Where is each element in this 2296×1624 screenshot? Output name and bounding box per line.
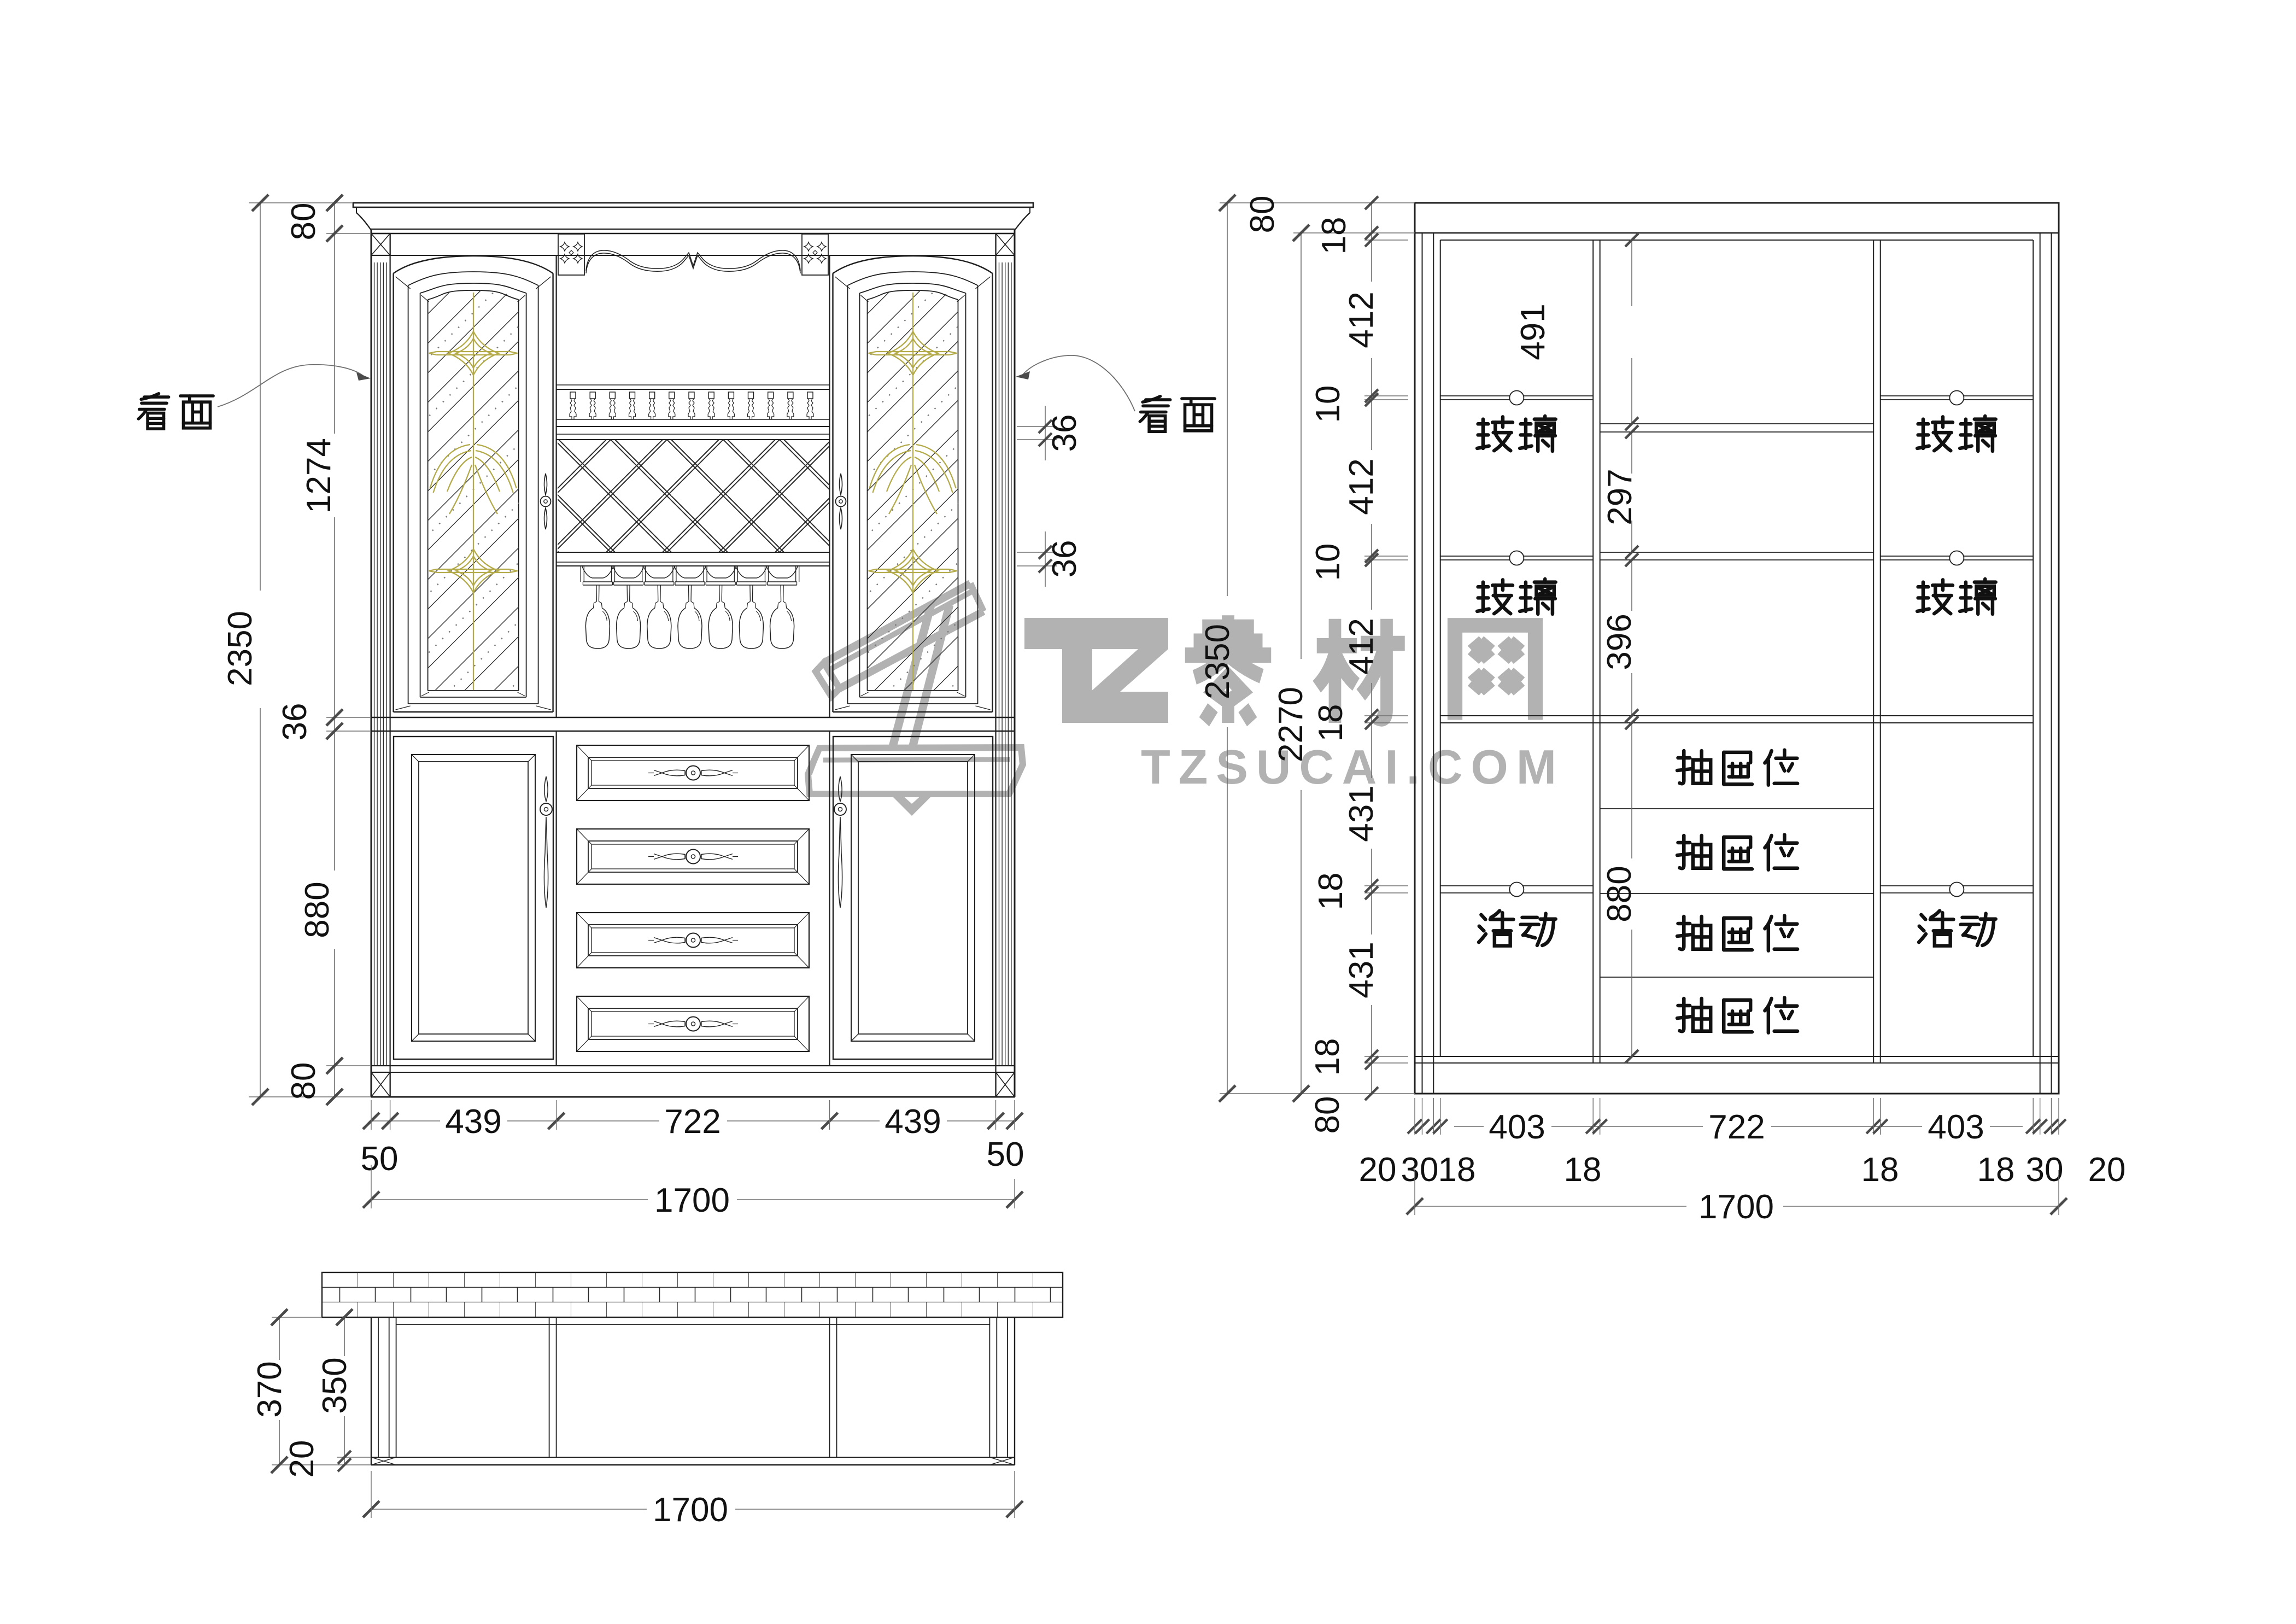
svg-text:370: 370 xyxy=(251,1361,289,1417)
svg-text:36: 36 xyxy=(1046,414,1083,452)
svg-text:412: 412 xyxy=(1343,291,1380,348)
svg-text:50: 50 xyxy=(987,1136,1024,1173)
svg-text:2350: 2350 xyxy=(1199,624,1237,699)
svg-text:20: 20 xyxy=(2088,1151,2126,1189)
svg-text:18: 18 xyxy=(1312,873,1350,910)
svg-text:30: 30 xyxy=(1401,1151,1439,1189)
svg-text:80: 80 xyxy=(1309,1096,1346,1134)
svg-text:439: 439 xyxy=(885,1103,941,1141)
svg-text:18: 18 xyxy=(1977,1151,2015,1189)
svg-text:18: 18 xyxy=(1312,704,1350,742)
svg-text:1700: 1700 xyxy=(653,1491,728,1529)
svg-text:880: 880 xyxy=(1601,866,1638,922)
svg-text:18: 18 xyxy=(1438,1151,1476,1189)
svg-text:722: 722 xyxy=(664,1103,721,1141)
svg-text:2350: 2350 xyxy=(221,611,259,686)
svg-text:880: 880 xyxy=(298,881,336,938)
svg-text:30: 30 xyxy=(2026,1151,2064,1189)
svg-text:18: 18 xyxy=(1861,1151,1899,1189)
svg-text:50: 50 xyxy=(361,1140,399,1178)
svg-text:431: 431 xyxy=(1343,942,1380,998)
svg-text:10: 10 xyxy=(1309,544,1347,581)
svg-text:18: 18 xyxy=(1315,217,1353,255)
svg-text:722: 722 xyxy=(1708,1108,1765,1146)
svg-text:491: 491 xyxy=(1514,303,1552,360)
svg-text:1700: 1700 xyxy=(1698,1188,1774,1226)
svg-text:403: 403 xyxy=(1928,1108,1984,1146)
svg-text:80: 80 xyxy=(285,1062,323,1100)
svg-text:412: 412 xyxy=(1343,618,1380,674)
svg-text:2270: 2270 xyxy=(1272,687,1310,762)
svg-text:80: 80 xyxy=(1244,196,1281,233)
svg-text:431: 431 xyxy=(1343,785,1380,842)
svg-text:36: 36 xyxy=(1046,540,1083,578)
svg-text:18: 18 xyxy=(1564,1151,1602,1189)
svg-text:18: 18 xyxy=(1309,1038,1346,1076)
svg-text:10: 10 xyxy=(1309,385,1347,423)
svg-text:396: 396 xyxy=(1601,614,1638,670)
svg-text:350: 350 xyxy=(316,1357,354,1413)
svg-text:20: 20 xyxy=(283,1440,321,1478)
svg-text:439: 439 xyxy=(445,1103,501,1141)
svg-text:297: 297 xyxy=(1601,469,1639,525)
svg-text:80: 80 xyxy=(285,203,323,241)
svg-text:1274: 1274 xyxy=(300,438,338,513)
svg-text:20: 20 xyxy=(1359,1151,1397,1189)
svg-text:36: 36 xyxy=(276,703,314,741)
svg-text:403: 403 xyxy=(1489,1108,1545,1146)
svg-text:412: 412 xyxy=(1343,458,1380,515)
svg-text:1700: 1700 xyxy=(654,1182,730,1219)
